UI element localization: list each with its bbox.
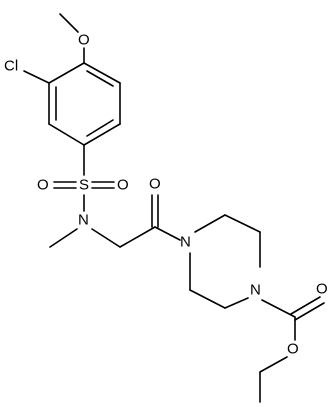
bond-ch2-carbonyl (119, 226, 156, 248)
atom-amide-carbonyl-oxygen: O (149, 176, 161, 193)
atom-piperazine-nitrogen-top: N (180, 234, 191, 251)
atom-label-layer: Cl O S O O N O N N O O (4, 32, 328, 358)
bond-ester-co-a (290, 296, 321, 315)
bond-piperazine-n-carboxyl (261, 299, 296, 318)
bond-layer (23, 13, 325, 403)
atom-sulfonamide-nitrogen: N (78, 212, 89, 229)
bond-ring-inner-2 (86, 119, 114, 137)
atom-ester-carbonyl-oxygen: O (316, 281, 328, 298)
bond-nitrogen-ch2 (91, 228, 121, 248)
bond-ring-inner-1 (86, 70, 114, 87)
bond-ring-6 (48, 62, 85, 84)
bond-ester-co-b (294, 302, 325, 321)
bond-carbonyl-piperazine-n (154, 226, 181, 241)
bond-nitrogen-methyl (49, 228, 78, 248)
bond-ring-1 (83, 62, 121, 84)
bond-ring-chlorine (23, 70, 50, 84)
bond-ring-3 (83, 123, 121, 146)
bond-pip-5 (189, 289, 226, 309)
bond-methoxy-methyl (59, 13, 79, 33)
atom-sulfonyl-oxygen-left: O (37, 177, 49, 194)
bond-ester-oxygen-ch2 (259, 356, 288, 373)
atom-ester-oxygen: O (287, 341, 299, 358)
atom-piperazine-nitrogen-bottom: N (250, 282, 261, 299)
atom-chlorine: Cl (4, 58, 18, 75)
atom-sulfonyl-sulfur: S (79, 177, 89, 194)
atom-methoxy-oxygen: O (78, 32, 90, 49)
bond-pip-1 (194, 214, 226, 233)
bond-pip-4 (224, 297, 249, 309)
atom-sulfonyl-oxygen-right: O (117, 177, 129, 194)
bond-ring-4 (48, 123, 85, 146)
bond-pip-2 (224, 214, 261, 233)
